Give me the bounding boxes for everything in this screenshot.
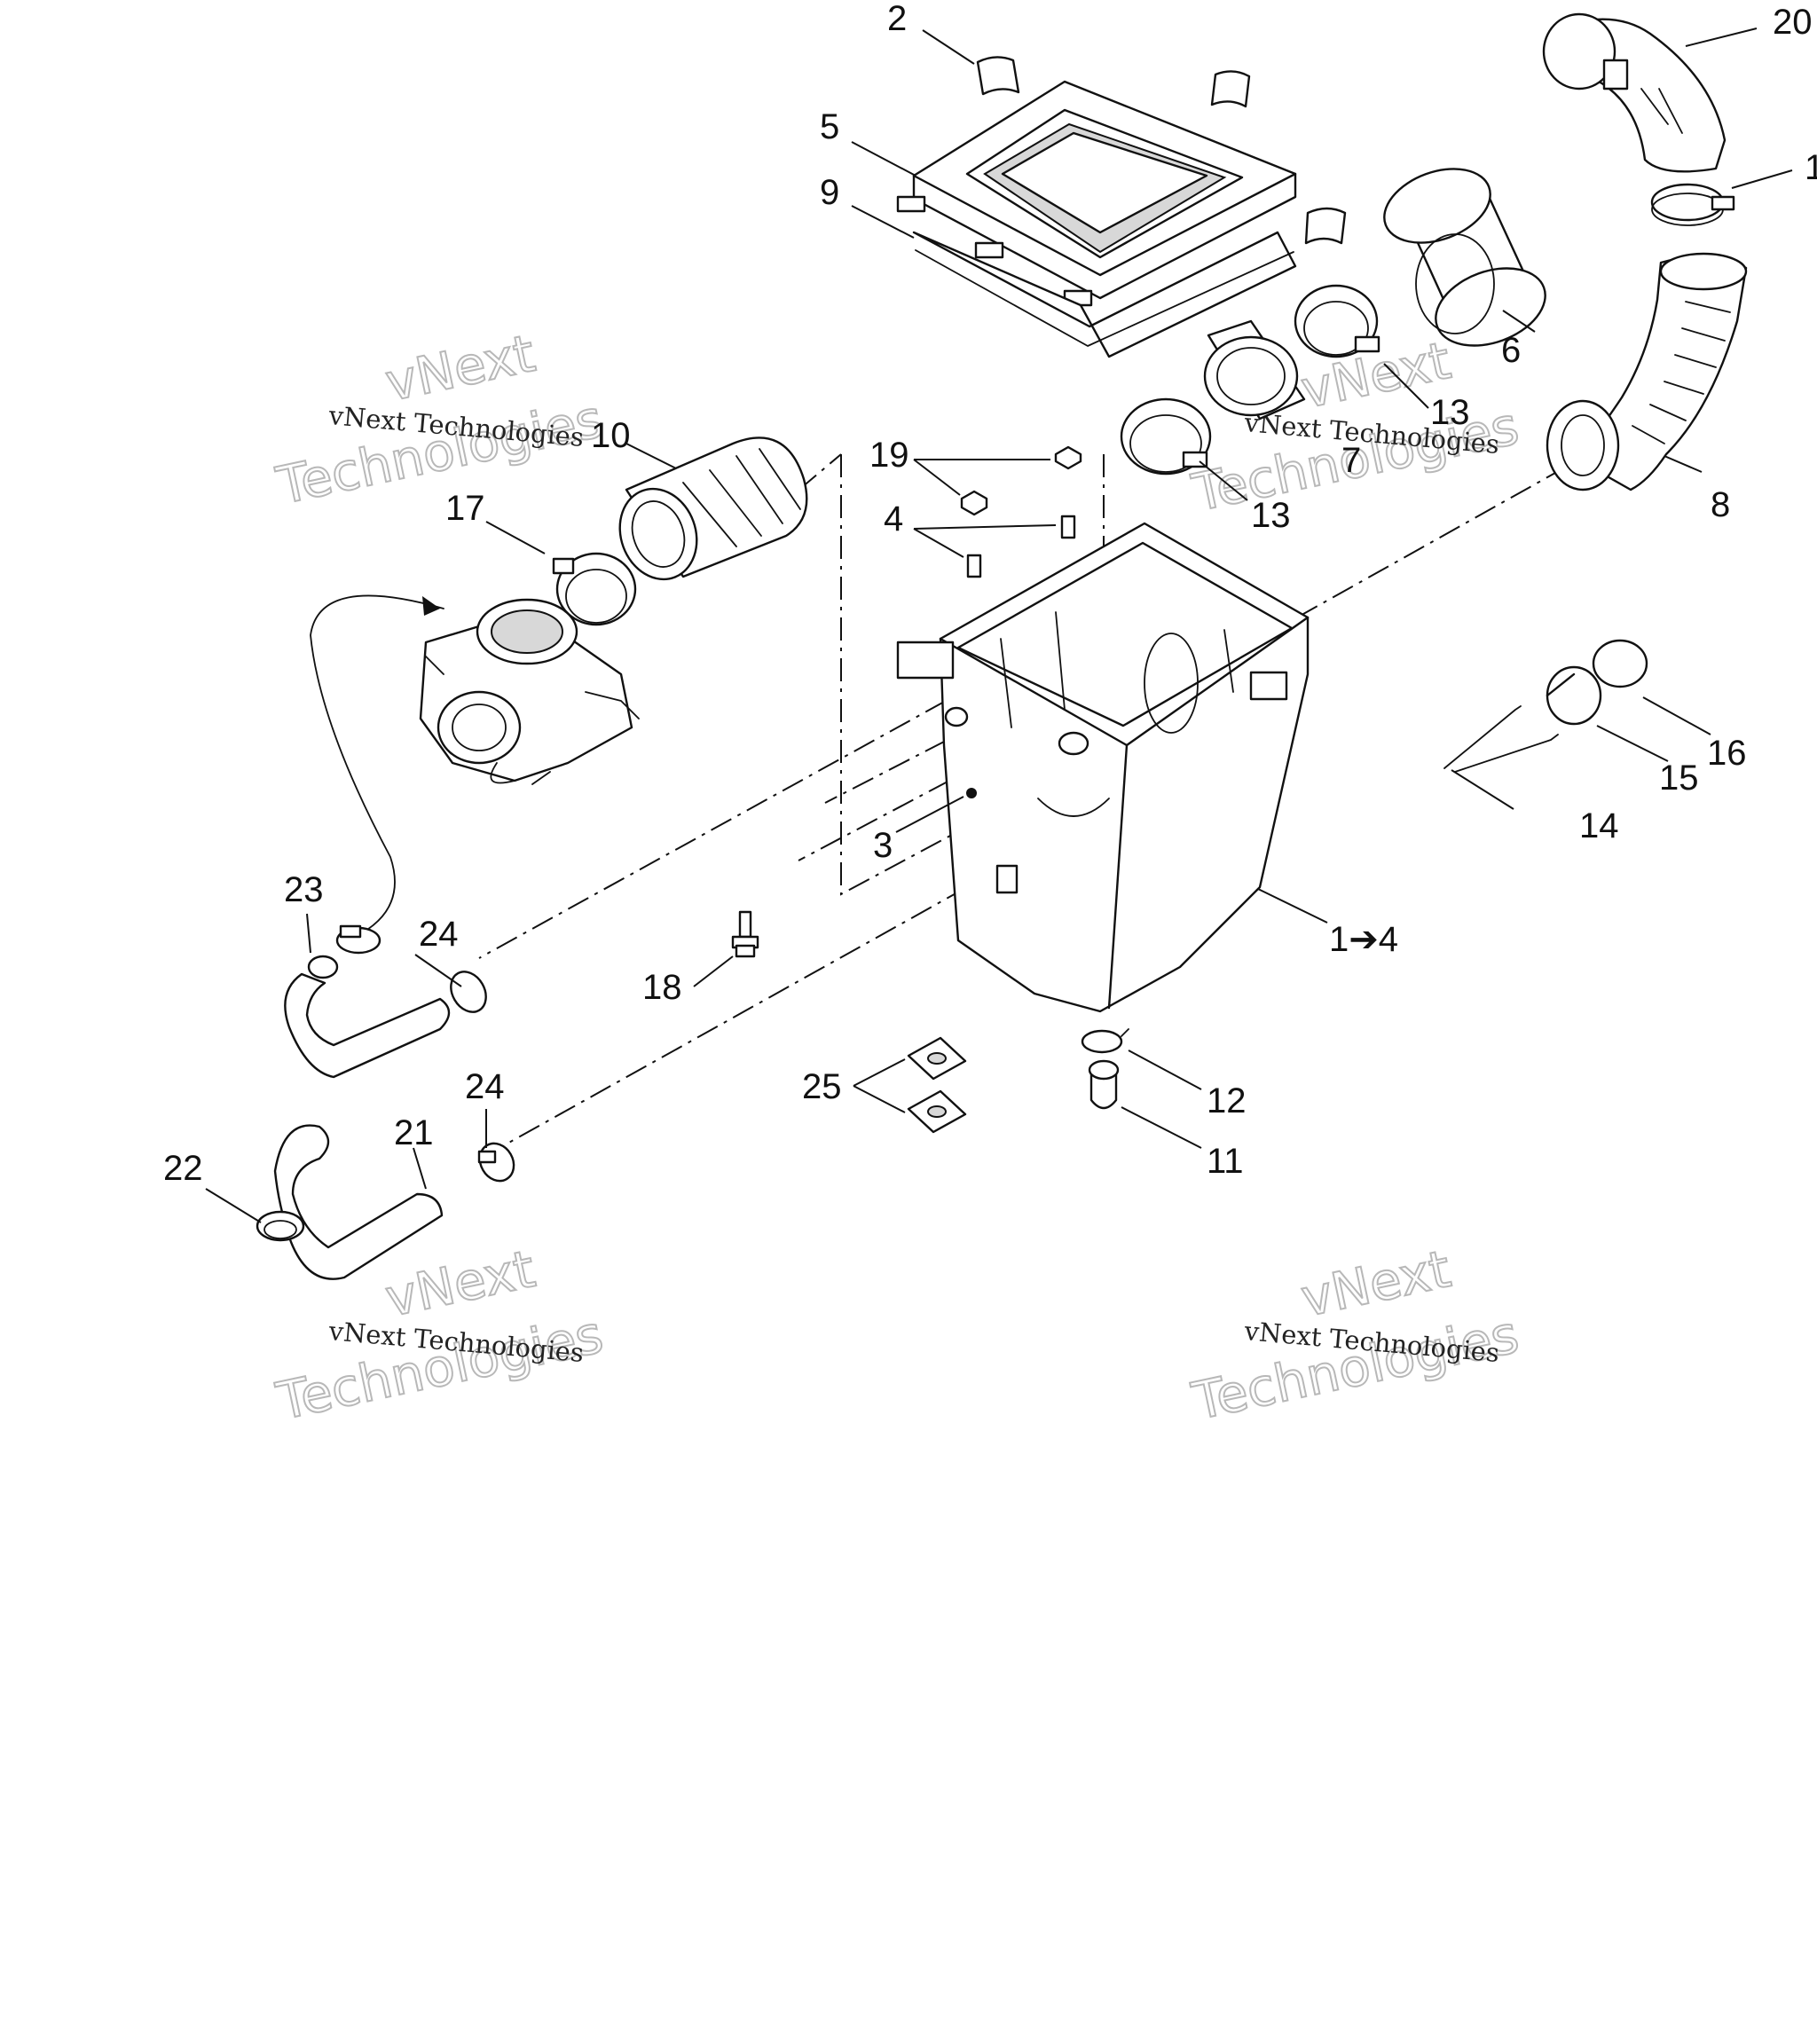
part-pad-25b bbox=[907, 1089, 967, 1134]
part-clamp-22 bbox=[256, 1210, 305, 1242]
callout-1-to-4: 1➔4 bbox=[1329, 920, 1398, 959]
part-spacer-4a bbox=[1060, 515, 1076, 539]
part-airbox-base-1 bbox=[896, 522, 1310, 1013]
part-filter-element-6 bbox=[1383, 168, 1546, 347]
callout-20: 20 bbox=[1773, 3, 1813, 42]
part-pad-25a bbox=[907, 1036, 967, 1081]
svg-text:vNext: vNext bbox=[381, 1238, 540, 1329]
callout-4: 4 bbox=[884, 499, 903, 539]
part-clip-14 bbox=[1443, 705, 1559, 773]
part-clamp-13a bbox=[1294, 284, 1380, 358]
svg-text:vNext: vNext bbox=[381, 323, 540, 413]
part-plug-15 bbox=[1546, 665, 1602, 726]
callout-10: 10 bbox=[591, 416, 631, 455]
callout-18: 18 bbox=[642, 968, 682, 1007]
part-clamp-12 bbox=[1081, 1028, 1129, 1054]
svg-text:vNext: vNext bbox=[1296, 1238, 1456, 1329]
callout-6: 6 bbox=[1501, 331, 1521, 370]
callout-24-a: 24 bbox=[419, 915, 459, 954]
callout-15: 15 bbox=[1659, 759, 1699, 798]
callout-22: 22 bbox=[163, 1149, 203, 1188]
part-clamp-13b bbox=[1120, 397, 1212, 476]
callout-9: 9 bbox=[820, 173, 839, 212]
part-airbox-lid-5 bbox=[896, 80, 1297, 307]
callout-1-top: 1 bbox=[1805, 148, 1817, 187]
part-cap-16 bbox=[1592, 639, 1648, 688]
callout-21: 21 bbox=[394, 1113, 434, 1152]
callout-5: 5 bbox=[820, 107, 839, 146]
callout-13-b: 13 bbox=[1251, 496, 1291, 535]
part-hose-21 bbox=[273, 1124, 444, 1280]
part-clamp-24c bbox=[477, 1142, 515, 1183]
callout-25: 25 bbox=[802, 1067, 842, 1106]
watermark-bottom-right: vNext Technologies vNext Technologies bbox=[1186, 1238, 1525, 1433]
callout-13-a: 13 bbox=[1430, 393, 1470, 432]
callout-16: 16 bbox=[1707, 734, 1747, 773]
watermark-top-left: vNext Technologies vNext Technologies bbox=[271, 322, 610, 517]
part-nut-19a bbox=[1054, 445, 1082, 470]
part-bolt-18 bbox=[731, 910, 759, 958]
svg-text:Technologies: Technologies bbox=[271, 1304, 609, 1432]
leader-lines bbox=[205, 28, 1793, 1223]
callout-24-b: 24 bbox=[465, 1067, 505, 1106]
part-elbow-20 bbox=[1542, 12, 1727, 173]
callout-7: 7 bbox=[1341, 441, 1361, 480]
part-clip-2 bbox=[976, 56, 1347, 245]
part-drain-tube-11 bbox=[1088, 1059, 1120, 1110]
callout-14: 14 bbox=[1579, 806, 1619, 845]
part-clamp-24b bbox=[450, 971, 487, 1013]
part-clamp-24a bbox=[335, 924, 381, 955]
callout-12: 12 bbox=[1207, 1081, 1247, 1120]
watermark-bottom-left: vNext Technologies vNext Technologies bbox=[271, 1238, 610, 1433]
part-clamp-1 bbox=[1650, 183, 1735, 226]
callout-3: 3 bbox=[873, 826, 893, 865]
callout-11: 11 bbox=[1207, 1142, 1244, 1181]
callout-labels: 2 5 9 20 1 6 13 13 7 8 10 17 19 4 3 14 1… bbox=[163, 0, 1817, 1188]
part-spacer-4b bbox=[966, 554, 982, 578]
part-clamp-17 bbox=[552, 552, 637, 626]
callout-19: 19 bbox=[869, 436, 909, 475]
callout-8: 8 bbox=[1711, 485, 1730, 524]
part-coupler-7 bbox=[1203, 319, 1306, 421]
part-intake-hose-8 bbox=[1546, 252, 1748, 491]
svg-text:Technologies: Technologies bbox=[271, 389, 609, 516]
part-filter-gasket-9 bbox=[912, 231, 1297, 358]
part-adaptor-boot-10 bbox=[618, 436, 808, 581]
callout-23: 23 bbox=[284, 870, 324, 909]
part-hose-23 bbox=[284, 955, 451, 1079]
callout-17: 17 bbox=[445, 489, 485, 528]
svg-text:Technologies: Technologies bbox=[1187, 1304, 1524, 1432]
part-nut-19b bbox=[960, 490, 988, 516]
callout-2: 2 bbox=[887, 0, 907, 38]
vent-hose-line bbox=[310, 594, 444, 938]
part-throttle-body bbox=[419, 598, 640, 785]
